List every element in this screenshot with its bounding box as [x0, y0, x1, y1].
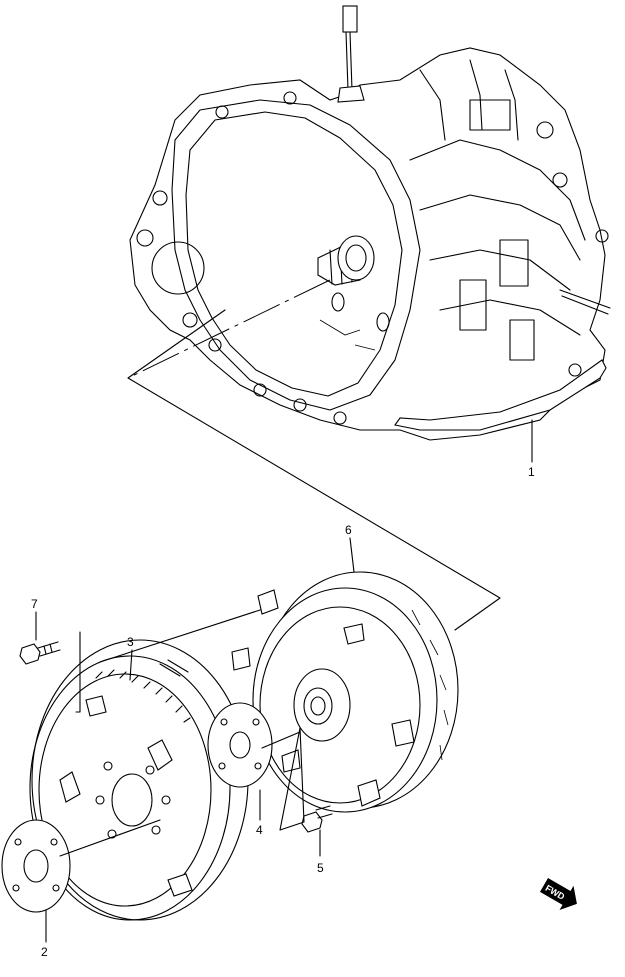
adapter-plate [1, 819, 71, 913]
bolt-part-5 [301, 805, 333, 833]
assembly-lines [59, 279, 501, 857]
forward-direction-badge: FWD [540, 878, 577, 911]
drive-plate [29, 639, 249, 921]
callout-6: 6 [345, 523, 352, 537]
leader-lines [35, 419, 533, 943]
callout-2: 2 [41, 945, 48, 959]
callout-7: 7 [31, 597, 38, 611]
callout-5: 5 [317, 861, 324, 875]
callout-4: 4 [256, 823, 263, 837]
callout-1: 1 [528, 465, 535, 479]
spacer-plate [207, 702, 273, 788]
torque-converter [231, 571, 459, 813]
transmission-assembly [129, 5, 611, 441]
bolt-part-7 [19, 641, 61, 665]
callout-3: 3 [127, 635, 134, 649]
callout-labels: 1 2 3 4 5 6 7 [31, 465, 535, 959]
